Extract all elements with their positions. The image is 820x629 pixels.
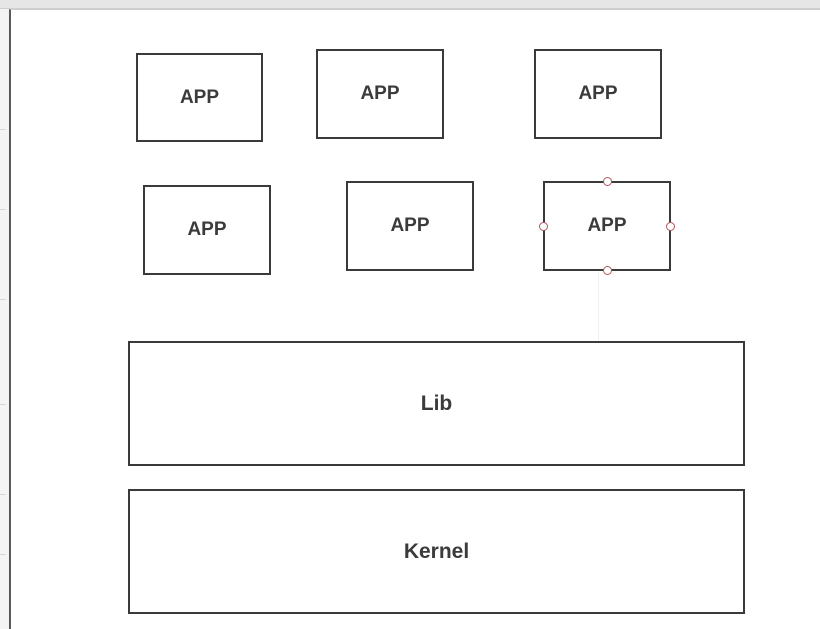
app-box[interactable]: APP (316, 49, 444, 139)
diagram-page: APP APP APP APP APP APP Lib Kernel (9, 9, 820, 629)
ruler-tick (0, 494, 6, 495)
ruler-tick (0, 404, 6, 405)
app-box-selected[interactable]: APP (543, 181, 671, 271)
app-box[interactable]: APP (136, 53, 263, 142)
ruler-tick (0, 209, 6, 210)
lib-label: Lib (420, 391, 453, 415)
app-box-label: APP (179, 86, 220, 108)
editor-top-bar (0, 0, 820, 9)
resize-handle-bottom[interactable] (603, 266, 612, 275)
lib-box[interactable]: Lib (128, 341, 745, 466)
kernel-label: Kernel (403, 539, 470, 563)
app-box-label: APP (390, 215, 430, 236)
resize-handle-right[interactable] (666, 222, 675, 231)
app-box-label: APP (360, 83, 400, 104)
ruler-tick (0, 299, 6, 300)
app-box-label: APP (187, 219, 227, 240)
app-box-label: APP (587, 215, 627, 236)
app-box[interactable]: APP (534, 49, 662, 139)
app-box[interactable]: APP (143, 185, 271, 275)
vertical-ruler (0, 9, 8, 629)
kernel-box[interactable]: Kernel (128, 489, 745, 614)
app-box-label: APP (578, 83, 618, 104)
resize-handle-left[interactable] (539, 222, 548, 231)
ruler-tick (0, 129, 6, 130)
resize-handle-top[interactable] (603, 177, 612, 186)
alignment-guide (598, 272, 599, 342)
ruler-tick (0, 554, 6, 555)
app-box[interactable]: APP (346, 181, 474, 271)
